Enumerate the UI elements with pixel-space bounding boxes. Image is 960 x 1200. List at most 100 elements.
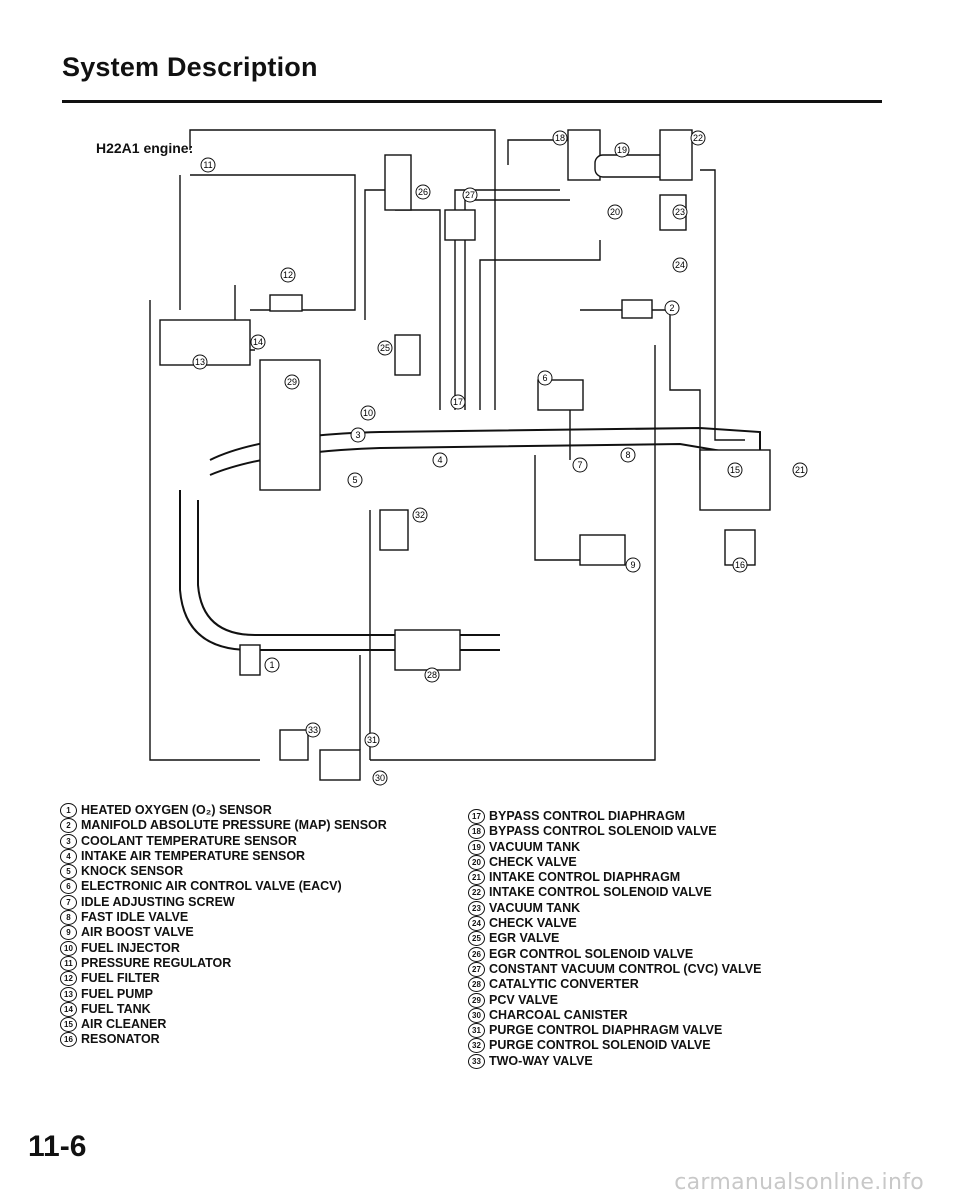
callout-circle — [727, 462, 743, 478]
callout-number: 30 — [375, 773, 385, 783]
legend-number: 13 — [60, 986, 77, 1002]
legend-text: EGR VALVE — [489, 931, 560, 946]
engine-label: H22A1 engine: — [96, 140, 194, 156]
legend-text: ELECTRONIC AIR CONTROL VALVE (EACV) — [81, 879, 342, 894]
legend-number: 24 — [468, 916, 485, 932]
two-way-valve — [279, 729, 309, 761]
hose-outer-left — [149, 300, 260, 761]
legend-text: VACUUM TANK — [489, 900, 581, 915]
callout-number: 20 — [610, 207, 620, 217]
callout-circle — [250, 334, 266, 350]
callout-circle — [462, 187, 478, 203]
fuel-filter — [269, 294, 303, 312]
legend-number: 8 — [60, 910, 77, 926]
legend-text: FUEL TANK — [81, 1001, 151, 1016]
legend-text: COOLANT TEMPERATURE SENSOR — [81, 833, 297, 848]
callout-circle — [350, 427, 366, 443]
hose-outer-top — [189, 129, 496, 410]
callout-number: 11 — [203, 160, 212, 170]
purge-solenoid — [379, 509, 409, 551]
air-cleaner — [699, 449, 771, 511]
legend-number: 19 — [468, 839, 485, 855]
legend-number: 23 — [468, 900, 485, 916]
callout-number: 14 — [253, 337, 263, 347]
map-sensor — [621, 299, 653, 319]
hose-bundle-1 — [454, 189, 560, 410]
legend-item: 32 PURGE CONTROL SOLENOID VALVE — [468, 1038, 761, 1054]
legend-number: 9 — [60, 925, 77, 941]
legend-text: IDLE ADJUSTING SCREW — [81, 894, 235, 909]
callout-circle — [424, 667, 440, 683]
callout-circle — [690, 130, 706, 146]
legend-number: 21 — [468, 870, 485, 886]
intake-solenoid — [659, 129, 693, 181]
callout-circle — [377, 340, 393, 356]
callout-number: 22 — [693, 133, 703, 143]
page-title: System Description — [62, 52, 318, 82]
callout-number: 27 — [465, 190, 475, 200]
legend-text: INTAKE CONTROL DIAPHRAGM — [489, 870, 681, 885]
callout-number: 7 — [577, 460, 582, 470]
callout-number: 23 — [675, 207, 685, 217]
callout-circle — [415, 184, 431, 200]
callout-number: 32 — [415, 510, 425, 520]
callout-number: 13 — [195, 357, 205, 367]
legend-number: 32 — [468, 1038, 485, 1054]
legend-item: 25 EGR VALVE — [468, 931, 761, 947]
callout-number: 15 — [730, 465, 740, 475]
legend-number: 7 — [60, 894, 77, 910]
callout-number: 2 — [669, 303, 674, 313]
callout-circle — [732, 557, 748, 573]
catalytic-converter — [394, 629, 461, 671]
callout-number: 3 — [355, 430, 360, 440]
callout-number: 31 — [367, 735, 377, 745]
legend-text: MANIFOLD ABSOLUTE PRESSURE (MAP) SENSOR — [81, 818, 387, 833]
callout-number: 5 — [352, 475, 357, 485]
callout-number: 33 — [308, 725, 318, 735]
callout-circle — [607, 204, 623, 220]
legend-item: 9 AIR BOOST VALVE — [60, 925, 387, 941]
legend-number: 6 — [60, 879, 77, 895]
legend-number: 4 — [60, 848, 77, 864]
callout-number: 17 — [453, 397, 463, 407]
callout-circle — [625, 557, 641, 573]
legend-item: 21 INTAKE CONTROL DIAPHRAGM — [468, 870, 761, 886]
legend-number: 18 — [468, 824, 485, 840]
legend-text: RESONATOR — [81, 1032, 160, 1047]
callout-number: 16 — [735, 560, 745, 570]
callout-number: 8 — [625, 450, 630, 460]
callout-circle — [305, 722, 321, 738]
legend-number: 5 — [60, 864, 77, 880]
legend-text: INTAKE CONTROL SOLENOID VALVE — [489, 885, 712, 900]
cvc-valve — [444, 209, 476, 241]
legend-text: INTAKE AIR TEMPERATURE SENSOR — [81, 848, 306, 863]
legend-number: 1 — [60, 803, 77, 818]
egr-control-solenoid — [384, 154, 412, 211]
legend-text: AIR BOOST VALVE — [81, 925, 194, 940]
title-rule — [62, 100, 882, 103]
callout-circle — [450, 394, 466, 410]
hose-right-bundle — [700, 169, 745, 441]
callout-circle — [360, 405, 376, 421]
legend-text: EGR CONTROL SOLENOID VALVE — [489, 946, 694, 961]
legend-number: 25 — [468, 931, 485, 947]
legend-text: BYPASS CONTROL DIAPHRAGM — [489, 809, 686, 823]
callout-circle — [364, 732, 380, 748]
callout-circle — [664, 300, 680, 316]
callout-number: 10 — [363, 408, 373, 418]
legend-text: PURGE CONTROL SOLENOID VALVE — [489, 1038, 711, 1053]
callout-circle — [432, 452, 448, 468]
legend-text: PRESSURE REGULATOR — [81, 955, 232, 970]
legend-number: 15 — [60, 1017, 77, 1033]
legend-number: 27 — [468, 961, 485, 977]
